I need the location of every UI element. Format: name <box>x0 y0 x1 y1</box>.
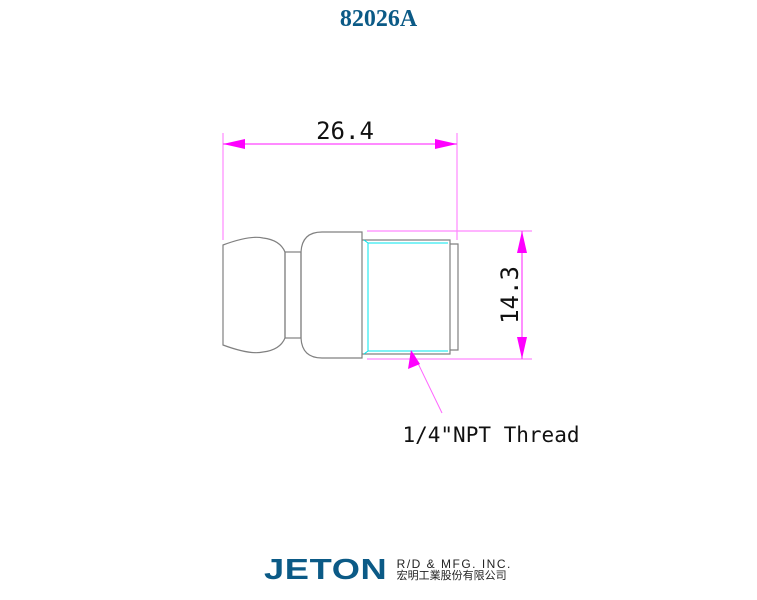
length-dimension: 26.4 <box>223 117 457 149</box>
diameter-dimension: 14.3 <box>496 231 527 359</box>
company-logo: JETON R/D & MFG. INC. 宏明工業股份有限公司 <box>264 554 512 586</box>
diameter-value: 14.3 <box>496 266 524 324</box>
thread-lines <box>363 239 448 355</box>
logo-subtitle-zh: 宏明工業股份有限公司 <box>396 569 507 582</box>
extension-lines <box>222 133 532 360</box>
fitting-outline <box>222 231 459 359</box>
logo-brand: JETON <box>264 554 388 586</box>
length-value: 26.4 <box>316 117 374 145</box>
logo-subtitle-en: R/D & MFG. INC. <box>396 557 512 571</box>
drawing-title: 82026A <box>339 6 418 32</box>
thread-note: 1/4"NPT Thread <box>402 423 579 447</box>
thread-leader <box>408 350 443 414</box>
